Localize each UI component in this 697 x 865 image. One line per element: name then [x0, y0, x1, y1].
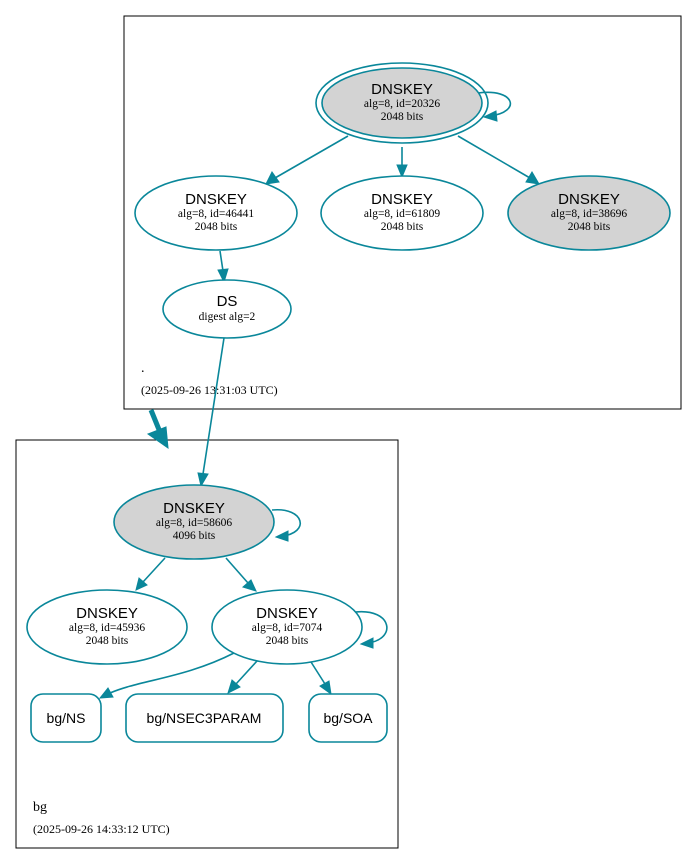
- arrowhead: [265, 171, 280, 185]
- node-key-size: 2048 bits: [381, 221, 424, 233]
- rrset-bg-ns[interactable]: bg/NS: [30, 693, 102, 743]
- edge-46441-to-ds: [219, 250, 224, 272]
- bg-zone-timestamp: (2025-09-26 14:33:12 UTC): [33, 822, 170, 836]
- rrset-bg-soa[interactable]: bg/SOA: [308, 693, 388, 743]
- arrowhead: [319, 680, 332, 696]
- arrowhead: [482, 110, 498, 122]
- node-key-size: 2048 bits: [381, 111, 424, 123]
- node-bg-ksk-58606[interactable]: DNSKEY alg=8, id=58606 4096 bits: [113, 484, 275, 560]
- rrset-label: bg/SOA: [323, 710, 373, 726]
- edge-zsk-to-ns: [109, 652, 235, 694]
- edges: [98, 91, 540, 699]
- arrowhead: [146, 426, 169, 450]
- node-alg-id: alg=8, id=45936: [69, 622, 145, 634]
- edge-ds-to-bg-ksk: [202, 337, 225, 475]
- edge-bg-zsk-self: [354, 610, 388, 644]
- arrowhead: [274, 530, 289, 542]
- node-root-key-61809[interactable]: DNSKEY alg=8, id=61809 2048 bits: [320, 175, 484, 251]
- root-zone-timestamp: (2025-09-26 13:31:03 UTC): [141, 383, 278, 397]
- arrowhead: [98, 687, 114, 699]
- node-alg-id: alg=8, id=61809: [364, 208, 440, 220]
- arrowhead: [525, 171, 540, 185]
- node-ds-bg[interactable]: DS digest alg=2: [162, 279, 292, 339]
- rrset-label: bg/NSEC3PARAM: [147, 710, 262, 726]
- arrowhead: [217, 268, 229, 284]
- edge-zsk-to-nsec3param: [235, 660, 258, 685]
- node-key-size: 4096 bits: [173, 530, 216, 542]
- bg-zone-label: bg: [33, 800, 47, 815]
- root-zone-label: .: [141, 361, 145, 376]
- node-title: DNSKEY: [371, 191, 433, 208]
- edge-root-ksk-to-46441: [274, 135, 349, 179]
- node-key-size: 2048 bits: [568, 221, 611, 233]
- edge-root-ksk-self: [477, 91, 512, 117]
- node-title: DNSKEY: [558, 191, 620, 208]
- node-bg-zsk-7074[interactable]: DNSKEY alg=8, id=7074 2048 bits: [211, 589, 363, 665]
- node-title: DNSKEY: [256, 605, 318, 622]
- arrowhead: [359, 637, 374, 649]
- node-root-key-46441[interactable]: DNSKEY alg=8, id=46441 2048 bits: [134, 175, 298, 251]
- node-title: DS: [217, 293, 238, 310]
- node-alg-id: alg=8, id=46441: [178, 208, 254, 220]
- arrowhead: [241, 579, 257, 592]
- node-alg-id: alg=8, id=20326: [364, 98, 440, 110]
- arrowhead: [227, 679, 241, 694]
- node-alg-id: alg=8, id=58606: [156, 517, 232, 529]
- rrset-label: bg/NS: [47, 710, 86, 726]
- edge-bg-ksk-to-45936: [142, 557, 166, 583]
- edge-bg-ksk-to-7074: [225, 557, 249, 584]
- bg-zone-cluster: bg (2025-09-26 14:33:12 UTC): [15, 439, 399, 849]
- node-key-size: 2048 bits: [195, 221, 238, 233]
- node-title: DNSKEY: [371, 81, 433, 98]
- node-title: DNSKEY: [76, 605, 138, 622]
- node-digest-alg: digest alg=2: [199, 311, 256, 323]
- node-root-ksk-20326[interactable]: DNSKEY alg=8, id=20326 2048 bits: [315, 62, 489, 144]
- node-alg-id: alg=8, id=38696: [551, 208, 627, 220]
- node-root-key-38696[interactable]: DNSKEY alg=8, id=38696 2048 bits: [507, 175, 671, 251]
- node-alg-id: alg=8, id=7074: [252, 622, 323, 634]
- edge-root-ksk-to-38696: [457, 135, 531, 179]
- arrowhead: [396, 164, 408, 179]
- node-key-size: 2048 bits: [86, 635, 129, 647]
- edge-bg-ksk-self: [271, 509, 301, 537]
- arrowhead: [197, 472, 209, 488]
- node-title: DNSKEY: [185, 191, 247, 208]
- root-zone-cluster: . (2025-09-26 13:31:03 UTC): [123, 15, 682, 410]
- arrowhead: [135, 577, 148, 591]
- rrset-bg-nsec3param[interactable]: bg/NSEC3PARAM: [125, 693, 284, 743]
- edge-zsk-to-soa: [310, 661, 326, 685]
- node-key-size: 2048 bits: [266, 635, 309, 647]
- node-title: DNSKEY: [163, 500, 225, 517]
- node-bg-key-45936[interactable]: DNSKEY alg=8, id=45936 2048 bits: [26, 589, 188, 665]
